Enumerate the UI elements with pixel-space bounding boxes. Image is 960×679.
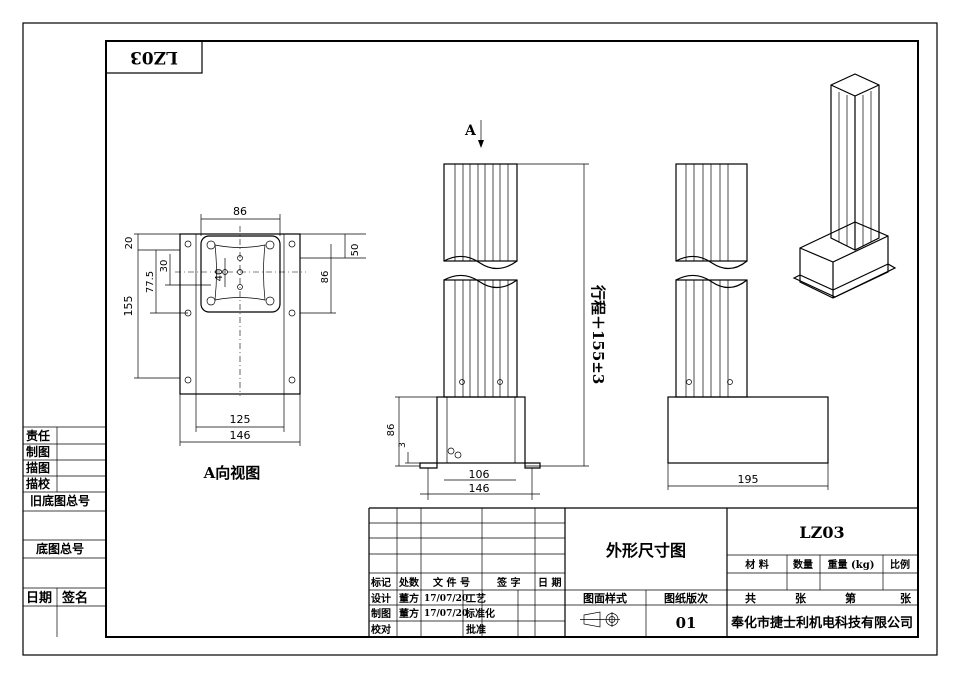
company-name: 奉化市捷士利机电科技有限公司 [730,615,913,631]
dim-86-front: 86 [386,424,397,437]
break-mark-lower [443,274,518,289]
drawing-title: 外形尺寸图 [605,541,686,560]
dim-30: 30 [159,260,170,273]
dim-20: 20 [124,237,135,250]
total-label: 共 [745,591,756,605]
iso-base-flange [792,263,897,298]
dim-195: 195 [738,473,759,486]
hdr-file-no: 文 件 号 [433,576,470,589]
row-responsibility: 责任 [26,428,50,443]
approve-label: 批准 [466,623,486,636]
sheet-no-label: 第 [845,591,856,605]
hdr-date: 日 期 [538,576,561,589]
dim-146-front: 146 [469,482,490,495]
row-traced: 描图 [26,460,50,475]
outer-frame [22,22,938,656]
draw-name: 董方 [399,607,419,620]
dim-125: 125 [230,413,251,426]
dim-77-5: 77.5 [145,271,156,293]
left-side-table: 责任 制图 描图 描校 旧底图总号 底图总号 日期 签名 [23,426,106,637]
dim-top-86: 86 [233,205,247,218]
title-block: 标记 处数 文 件 号 签 字 日 期 设计 董方 17/07/20 工艺 制图… [368,507,918,637]
iso-column [830,73,880,251]
front-view: A 行程＋155±3 86 [386,120,607,500]
column-flange [200,235,281,313]
break-mark-upper [443,255,518,270]
craft-label: 工艺 [466,592,486,605]
weight-label: 重量 (kg) [828,558,875,571]
dim-86-right: 86 [320,271,331,284]
version-label: 图纸版次 [664,591,708,605]
material-label: 材 料 [745,558,768,571]
draw-date: 17/07/20 [424,609,468,619]
style-label: 图面样式 [583,591,627,605]
design-name: 董方 [399,592,419,605]
view-caption: A向视图 [203,464,261,482]
dim-146-top: 146 [230,429,251,442]
sheet-unit-1: 张 [795,591,807,605]
column-upper [443,163,518,262]
scale-label: 比例 [890,558,910,571]
check-label: 校对 [371,623,391,636]
row-drawn: 制图 [26,444,50,459]
dim-106: 106 [469,468,490,481]
dim-50: 50 [350,244,361,257]
side-column-lower [675,279,748,398]
hdr-mark: 标记 [370,576,391,589]
row-date: 日期 [26,591,52,606]
design-date: 17/07/20 [424,594,468,604]
inner-frame [105,40,919,638]
dim-40: 40 [214,269,225,282]
hdr-sign: 签 字 [496,576,520,589]
drawing-number-box: LZ03 [105,40,203,74]
row-signature: 签名 [61,590,88,606]
motor-housing-front [436,396,526,464]
projection-symbol-icon [580,611,620,628]
hdr-count: 处数 [398,576,420,589]
side-column-upper [675,163,748,262]
dim-3: 3 [398,442,408,448]
dim-155: 155 [122,296,135,317]
isometric-view [792,73,897,299]
quantity-label: 数量 [793,558,813,571]
row-base-no: 底图总号 [36,541,84,556]
drawing-number-mirrored: LZ03 [130,47,178,67]
design-label: 设计 [371,592,391,605]
sheet-unit-2: 张 [900,591,912,605]
standard-label: 标准化 [464,607,495,620]
drawing-no: LZ03 [799,523,844,542]
row-trace-check: 描校 [26,476,51,491]
arrow-label-a: A [464,123,477,139]
draw-label: 制图 [371,607,391,620]
top-view: 86 155 20 77.5 30 40 50 86 125 146 A向视图 [122,205,366,482]
stroke-label: 行程＋155±3 [589,284,607,384]
side-view: 195 [667,163,829,490]
row-old-base-no: 旧底图总号 [30,493,90,508]
version-value: 01 [676,614,697,632]
motor-housing-side [667,396,829,464]
